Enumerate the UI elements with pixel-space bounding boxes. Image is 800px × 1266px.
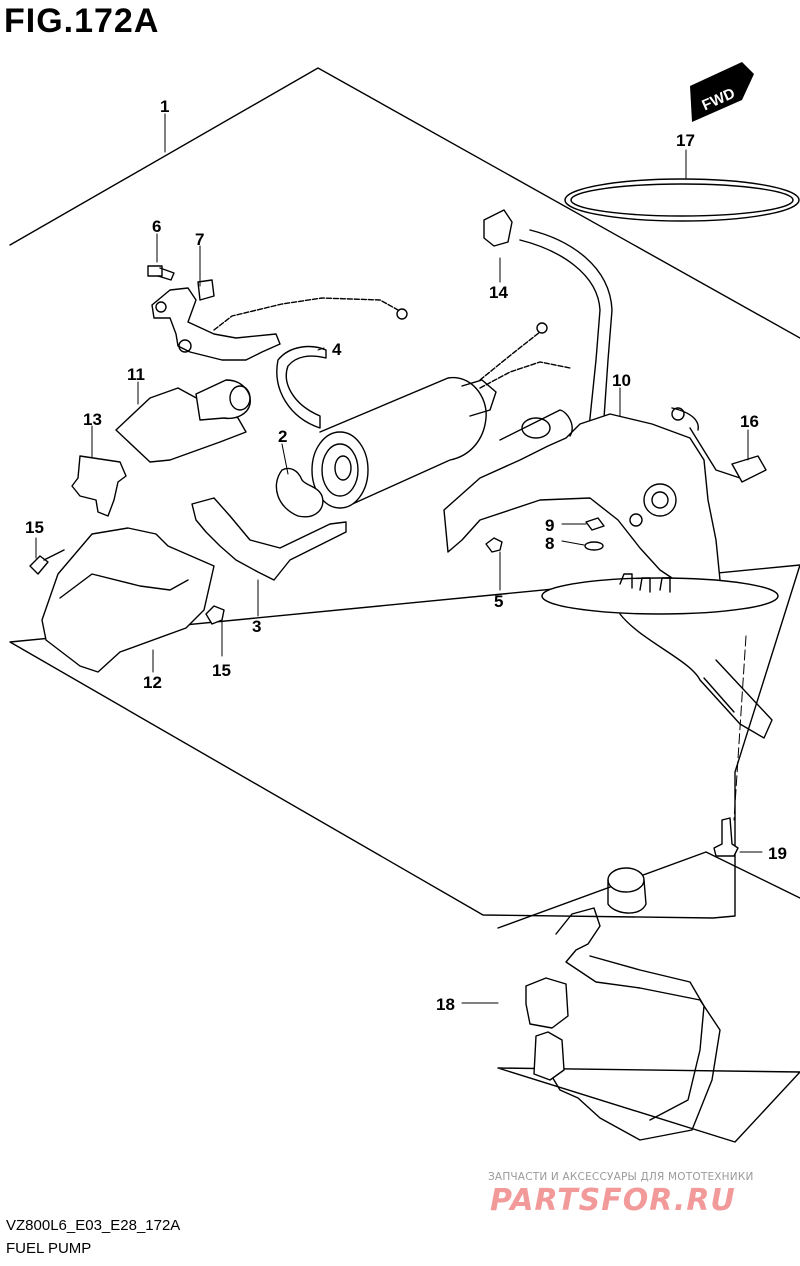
callout-12: 12: [143, 673, 162, 692]
callout-10: 10: [612, 371, 631, 390]
watermark-tagline: ЗАПЧАСТИ И АКСЕССУАРЫ ДЛЯ МОТОТЕХНИКИ: [488, 1171, 754, 1183]
hose-clip-part-14: [483, 209, 513, 247]
callout-4: 4: [332, 340, 342, 359]
spacer-part-2: [275, 467, 324, 518]
figure-caption: FUEL PUMP: [6, 1240, 92, 1257]
hose-kit-part-18: [525, 867, 721, 1141]
callout-15a: 15: [25, 518, 44, 537]
callout-1: 1: [160, 97, 169, 116]
forward-direction-arrow: FWD: [690, 62, 754, 122]
nut-part-9: [585, 517, 605, 531]
plate-part-13: [71, 455, 127, 517]
callout-5: 5: [494, 592, 503, 611]
cover-part-12: [41, 527, 215, 673]
assembly-outline: [9, 67, 800, 919]
callout-7: 7: [195, 230, 204, 249]
pump-frame-part-10: [443, 407, 747, 591]
callout-19: 19: [768, 844, 787, 863]
kit-outline: [497, 851, 800, 1143]
callout-3: 3: [252, 617, 261, 636]
clamp-band-part-4: [276, 345, 327, 429]
bolt-part-19: [713, 817, 739, 857]
watermark-brand: PARTSFOR.RU: [490, 1183, 736, 1218]
callout-18: 18: [436, 995, 455, 1014]
fuel-hose: [519, 229, 613, 453]
callout-2: 2: [278, 427, 287, 446]
callout-9: 9: [545, 516, 554, 535]
flange-plate: [541, 573, 779, 739]
callout-17: 17: [676, 131, 695, 150]
figure-code: VZ800L6_E03_E28_172A: [6, 1217, 181, 1234]
bolt-part-5: [485, 537, 503, 553]
figure-title: FIG.172A: [4, 2, 160, 40]
bracket-part-3: [191, 497, 347, 581]
callout-11: 11: [127, 365, 145, 384]
washer-part-8: [584, 541, 604, 551]
o-ring-part: [564, 178, 800, 222]
screw-part-15a: [29, 549, 65, 575]
bolt-part-6: [147, 265, 175, 281]
callout-14: 14: [489, 283, 508, 302]
callout-16: 16: [740, 412, 759, 431]
callout-8: 8: [545, 534, 554, 553]
callout-6: 6: [152, 217, 161, 236]
callout-13: 13: [83, 410, 102, 429]
screw-part-15b: [205, 605, 225, 625]
fuel-pump-body: [311, 322, 571, 509]
filter-part-11: [115, 379, 251, 463]
connector-part-16: [731, 455, 767, 483]
bracket-part-7: [151, 279, 408, 361]
callout-15b: 15: [212, 661, 231, 680]
